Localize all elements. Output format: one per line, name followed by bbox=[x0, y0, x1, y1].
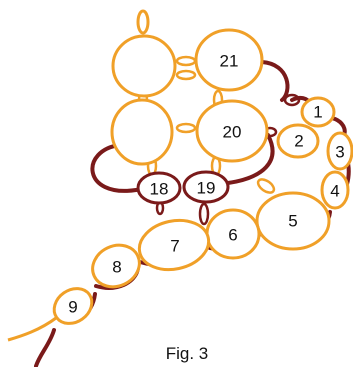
chain bbox=[34, 328, 56, 367]
ring-label-7: 7 bbox=[170, 237, 179, 256]
ring-label-4: 4 bbox=[330, 182, 339, 201]
ring-label-3: 3 bbox=[335, 143, 344, 162]
ring-label-18: 18 bbox=[150, 180, 169, 199]
ring-label-19: 19 bbox=[197, 179, 216, 198]
ring-label-6: 6 bbox=[228, 226, 237, 245]
ring-19 bbox=[182, 170, 230, 204]
ring-label-1: 1 bbox=[313, 103, 322, 122]
tail-thread bbox=[7, 316, 57, 342]
ring-3 bbox=[326, 131, 353, 171]
ring-8 bbox=[91, 243, 141, 289]
ring-group bbox=[52, 28, 353, 325]
ring-2 bbox=[276, 123, 320, 159]
chain bbox=[226, 133, 275, 185]
ring-21 bbox=[194, 28, 264, 92]
picot bbox=[198, 202, 210, 226]
chain bbox=[260, 60, 290, 102]
ring-18 bbox=[136, 171, 182, 205]
ring-label-8: 8 bbox=[112, 258, 121, 277]
ring-1 bbox=[300, 96, 336, 128]
picot bbox=[175, 69, 197, 81]
chain bbox=[90, 143, 138, 193]
ring-5 bbox=[255, 191, 331, 251]
ring-20 bbox=[195, 99, 269, 163]
ring-label-21: 21 bbox=[220, 52, 239, 71]
ring-9 bbox=[52, 287, 94, 325]
ring-top-left bbox=[111, 34, 177, 98]
picot bbox=[175, 122, 197, 134]
figure-caption: Fig. 3 bbox=[166, 344, 209, 363]
picot bbox=[256, 178, 276, 194]
ring-label-20: 20 bbox=[223, 123, 242, 142]
maroon-ring-group bbox=[136, 170, 230, 205]
picot bbox=[283, 93, 301, 107]
ring-label-5: 5 bbox=[288, 212, 297, 231]
ring-mid-left bbox=[110, 98, 174, 166]
picot-ring bbox=[136, 9, 150, 35]
ring-4 bbox=[320, 170, 350, 210]
ring-7 bbox=[137, 218, 211, 272]
ring-label-2: 2 bbox=[294, 132, 303, 151]
ring-label-9: 9 bbox=[68, 298, 77, 317]
picot bbox=[175, 55, 197, 67]
